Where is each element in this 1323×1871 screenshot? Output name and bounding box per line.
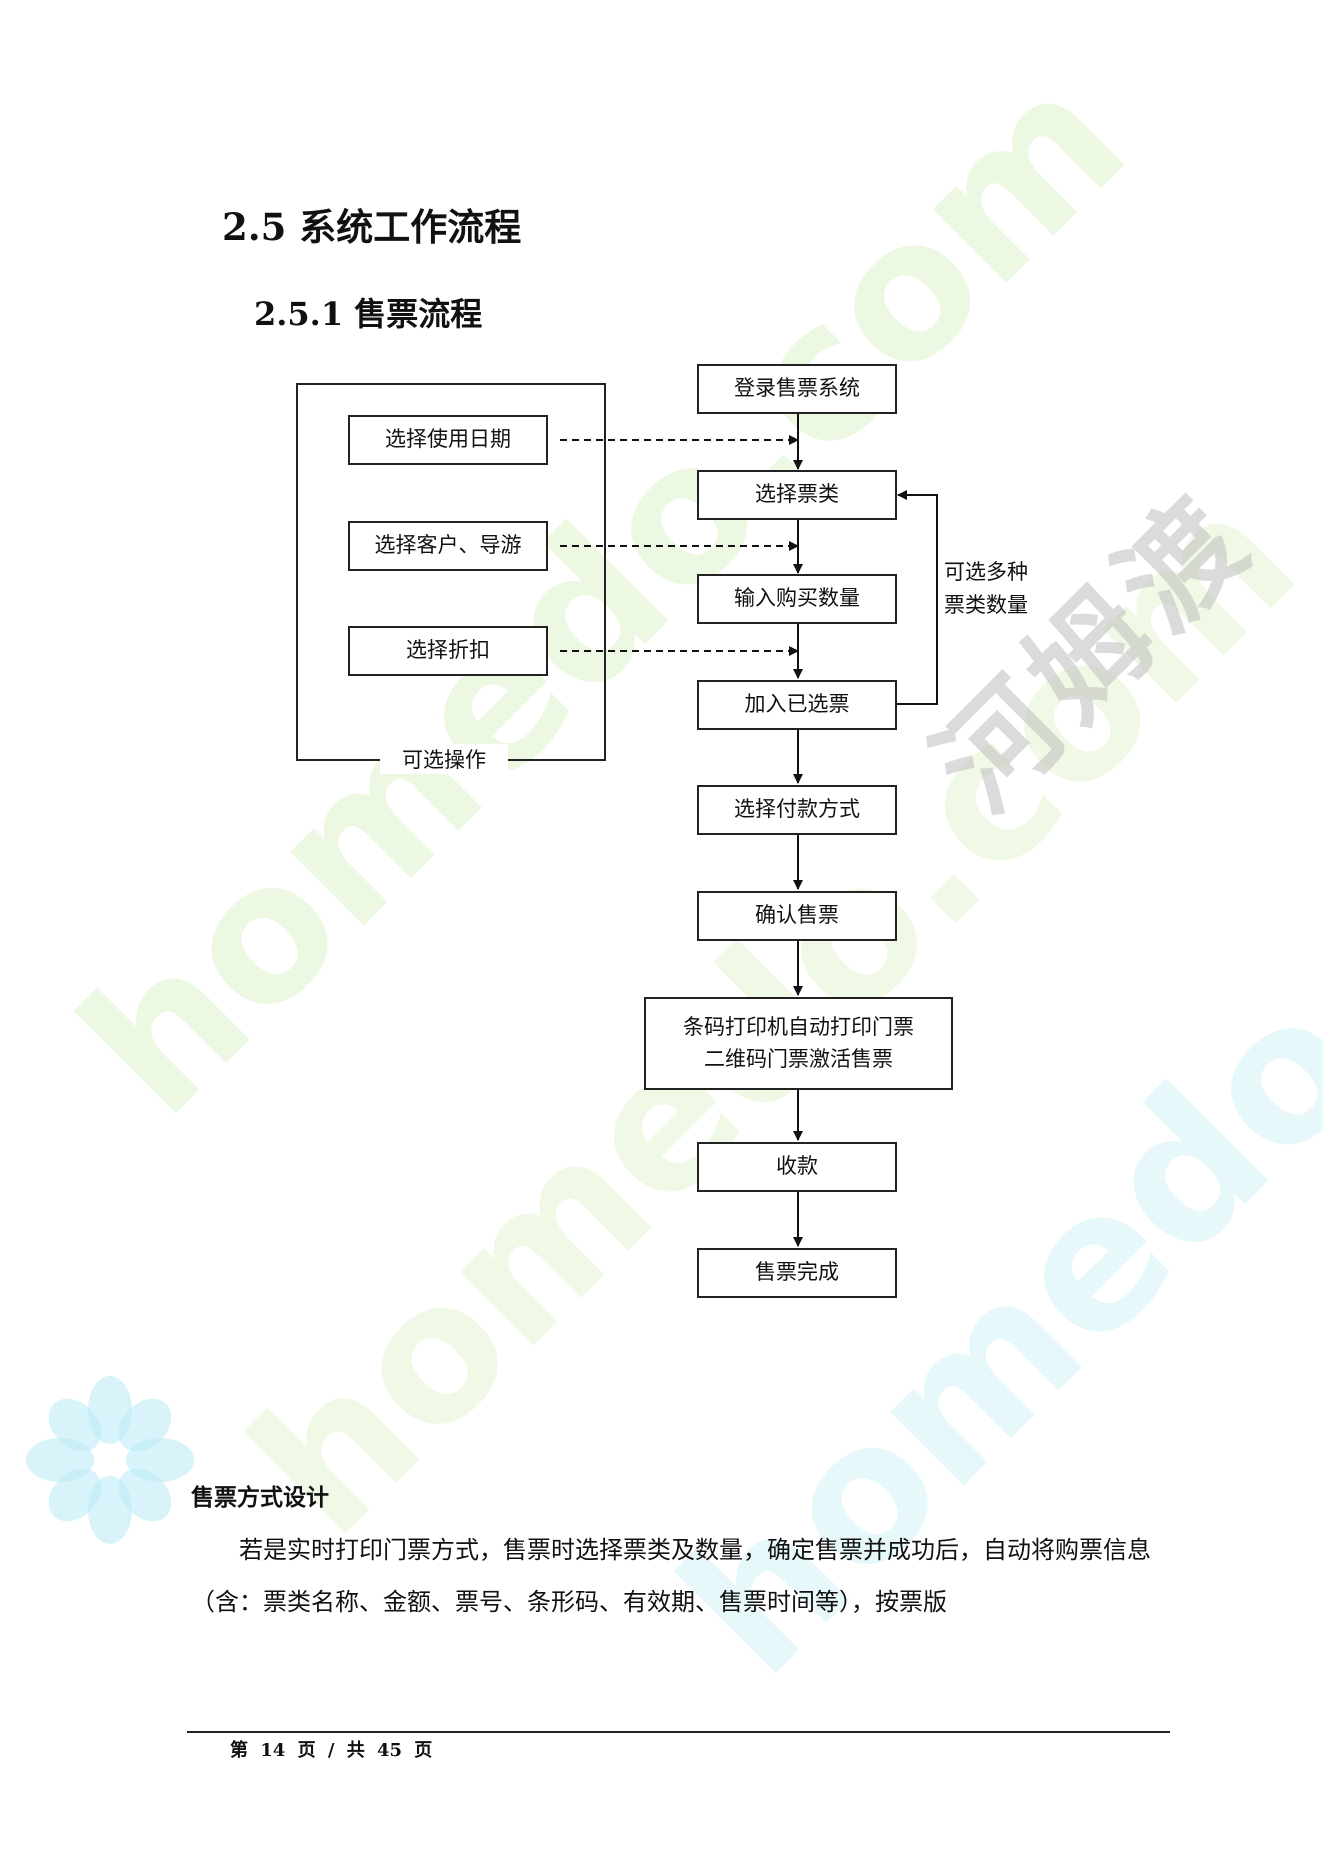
- body-section-title: 售票方式设计: [191, 1484, 329, 1511]
- page-number: 第 14 页 / 共 45 页: [230, 1740, 433, 1761]
- node-select-payment: 选择付款方式: [697, 785, 897, 835]
- node-select-customer: 选择客户、导游: [348, 521, 548, 571]
- node-select-ticket-type: 选择票类: [697, 470, 897, 520]
- footer-divider: [187, 1731, 1170, 1733]
- node-add-selected: 加入已选票: [697, 680, 897, 730]
- arrow-loop-back: [896, 490, 938, 705]
- node-login: 登录售票系统: [697, 364, 897, 414]
- body-paragraph: 若是实时打印门票方式，售票时选择票类及数量，确定售票并成功后，自动将购票信息（含…: [191, 1536, 1151, 1616]
- loop-note: 可选多种 票类数量: [944, 560, 1028, 617]
- node-select-date: 选择使用日期: [348, 415, 548, 465]
- node-select-discount: 选择折扣: [348, 626, 548, 676]
- watermark-flower-icon: [26, 1376, 194, 1544]
- node-print-ticket: 条码打印机自动打印门票 二维码门票激活售票: [644, 997, 953, 1090]
- optional-group-label: 可选操作: [380, 744, 508, 774]
- node-input-quantity: 输入购买数量: [697, 574, 897, 624]
- subsection-heading: 2.5.1 售票流程: [254, 295, 483, 333]
- section-heading: 2.5 系统工作流程: [222, 205, 522, 249]
- node-confirm-sale: 确认售票: [697, 891, 897, 941]
- node-sale-complete: 售票完成: [697, 1248, 897, 1298]
- node-collect-payment: 收款: [697, 1142, 897, 1192]
